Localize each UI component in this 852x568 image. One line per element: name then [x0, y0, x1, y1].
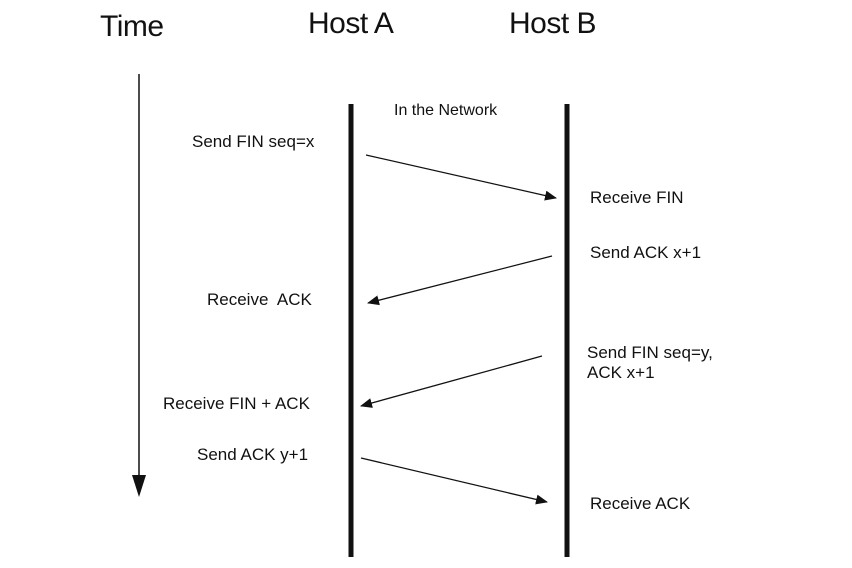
fin-x-arrow: [365, 154, 557, 201]
ack-y1-arrow: [360, 457, 548, 505]
network-label: In the Network: [394, 102, 498, 119]
host-b-send-fin-line1: Send FIN seq=y,: [587, 343, 713, 362]
host-b-send-ack-label: Send ACK x+1: [590, 243, 702, 262]
host-b-receive-fin-label: Receive FIN: [590, 188, 684, 207]
ack-x1-arrow: [367, 255, 553, 306]
time-header: Time: [100, 10, 164, 43]
fin-y-ack-arrow: [360, 355, 543, 408]
host-a-receive-ack-label: Receive ACK: [207, 290, 312, 309]
host-b-send-fin-line2: ACK x+1: [587, 363, 655, 382]
host-a-send-fin-label: Send FIN seq=x: [192, 132, 315, 151]
host-b-receive-ack-label: Receive ACK: [590, 494, 691, 513]
time-axis-arrowhead: [132, 475, 146, 497]
host-a-receive-fin-ack-label: Receive FIN + ACK: [163, 394, 310, 413]
host-a-send-ack-label: Send ACK y+1: [197, 445, 309, 464]
host-b-header: Host B: [509, 7, 597, 40]
host-a-header: Host A: [308, 7, 394, 40]
